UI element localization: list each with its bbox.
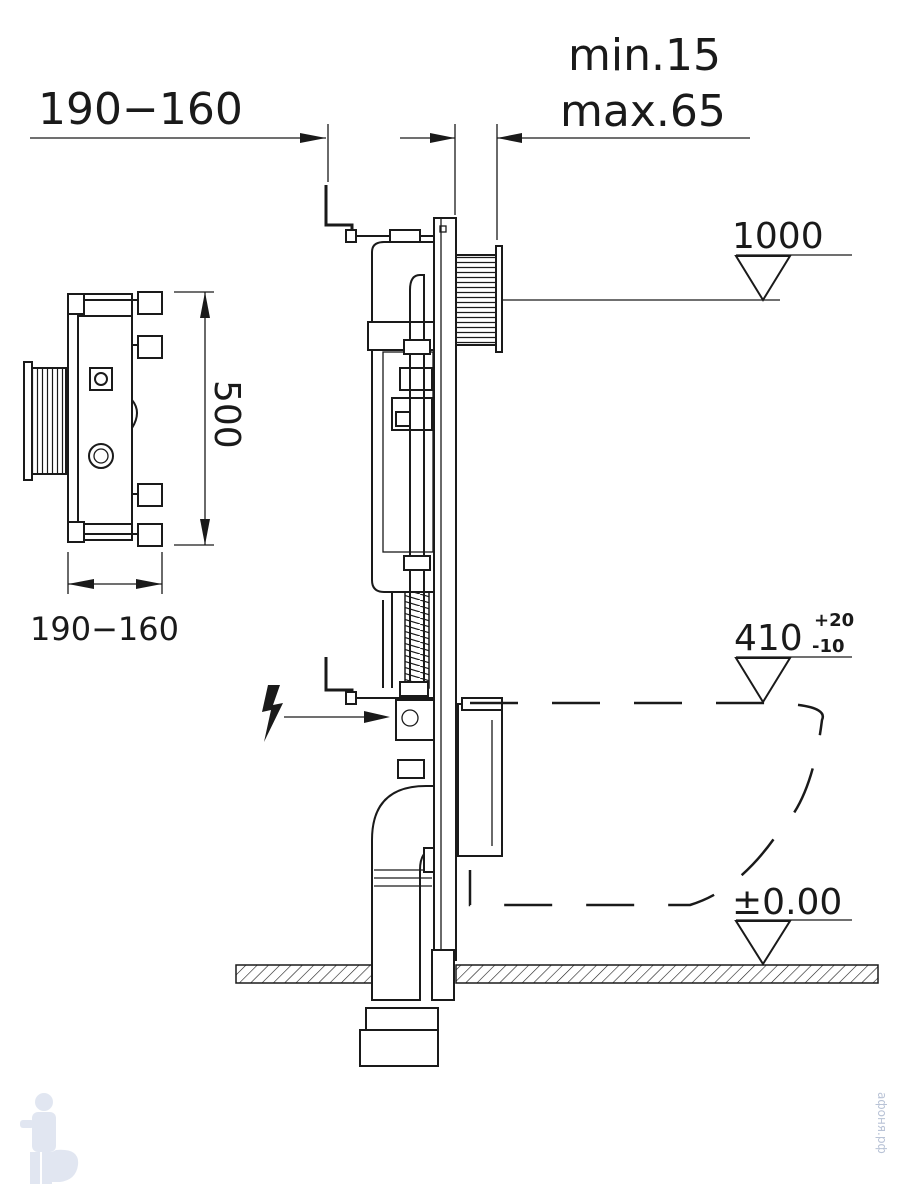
frame-width-dimension-line — [174, 291, 214, 546]
flush-plate-sleeve — [455, 245, 503, 353]
frame-side-view — [324, 185, 457, 1001]
floor-section — [235, 964, 879, 984]
bowl-height-marker — [734, 656, 852, 704]
floor-level-label: ±0.00 — [732, 882, 842, 923]
plumber-mascot-icon — [20, 1093, 79, 1184]
bowl-connector — [457, 697, 503, 857]
watermark-text: афоня.рф — [875, 1092, 889, 1154]
frame-front-view — [23, 291, 163, 547]
frame-width-label: 500 — [206, 380, 247, 449]
cistern — [367, 241, 435, 741]
bowl-height-label: 410 — [734, 618, 803, 659]
depth-dimension-top-line — [30, 124, 329, 182]
toilet-bowl-outline — [468, 701, 825, 907]
depth-dimension-side-line — [67, 552, 163, 594]
wall-max-label: max.65 — [560, 86, 726, 137]
wall-min-label: min.15 — [568, 30, 721, 81]
wall-thickness-dimension-line — [400, 124, 750, 240]
lightning-bolt-icon — [262, 685, 390, 742]
depth-dimension-top-label: 190−160 — [38, 84, 243, 135]
floor-level-marker — [734, 919, 852, 966]
flush-height-marker — [502, 254, 852, 302]
bowl-tolerance-minus: -10 — [812, 636, 845, 657]
bowl-tolerance-plus: +20 — [814, 610, 854, 631]
drain-pipe — [359, 759, 439, 1067]
flush-height-label: 1000 — [732, 216, 824, 257]
depth-dimension-side-label: 190−160 — [30, 610, 179, 648]
